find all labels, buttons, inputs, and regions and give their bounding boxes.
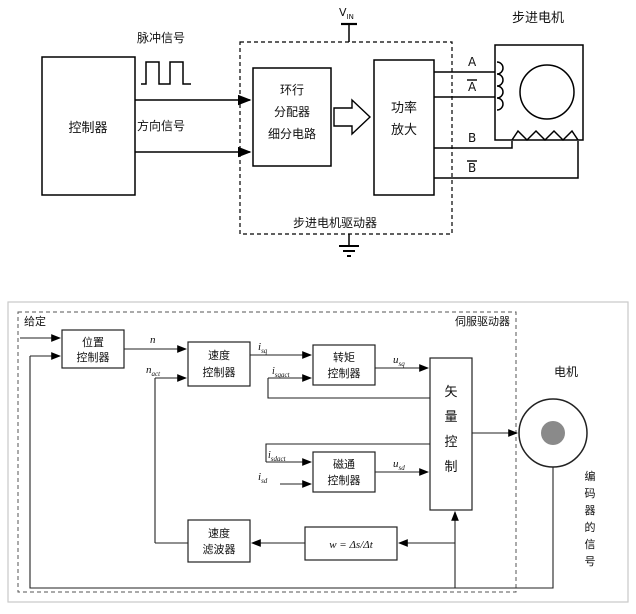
setpoint-label: 给定 <box>24 314 46 328</box>
speed-controller-box <box>187 341 251 387</box>
phase-a-label: A <box>468 55 477 69</box>
flux-box-line1: 磁通 <box>333 458 355 471</box>
signal-n-label: n <box>150 334 156 346</box>
servo-driver-diagram: 伺服驱动器 给定 位置 控制器 n 速度 控制器 nact isq 转矩 控制器… <box>7 301 629 603</box>
encoder-label-char3: 器 <box>585 504 596 517</box>
encoder-label-char2: 码 <box>585 487 596 500</box>
direction-signal-label: 方向信号 <box>137 118 185 133</box>
encoder-label-char5: 信 <box>585 538 596 551</box>
speed-filter-box <box>187 519 251 563</box>
power-box-line1: 功率 <box>391 100 417 116</box>
winding-coil-icon <box>496 61 504 111</box>
vector-box-char1: 矢 <box>444 385 457 400</box>
speed-box-line1: 速度 <box>208 348 230 362</box>
winding-zigzag-icon <box>511 129 579 142</box>
flux-box-line2: 控制器 <box>328 473 361 487</box>
position-controller-box <box>61 329 125 369</box>
phase-b-bar-wire <box>434 141 579 179</box>
isqact-feedback-wire <box>267 378 430 399</box>
servo-dashed-box <box>17 311 517 593</box>
phase-b-wire <box>434 141 513 149</box>
servo-driver-label: 伺服驱动器 <box>455 315 510 328</box>
pulse-signal-label: 脉冲信号 <box>137 30 185 45</box>
vector-control-box <box>429 357 473 511</box>
ring-box-line3: 细分电路 <box>268 126 316 141</box>
pulse-waveform-icon <box>141 61 191 85</box>
speed-box-line2: 控制器 <box>203 365 236 379</box>
vin-label: VIN <box>339 6 354 21</box>
rotor-circle <box>519 64 575 120</box>
driver-dashed-box <box>239 41 453 235</box>
phase-a-bar-label: A <box>468 80 477 94</box>
signal-isq-label: isq <box>258 341 268 355</box>
torque-box-line1: 转矩 <box>333 350 355 364</box>
signal-nact-label: nact <box>146 364 161 378</box>
vector-box-char4: 制 <box>444 460 457 475</box>
power-box-line2: 放大 <box>391 123 417 138</box>
isdact-feedback-wire <box>265 443 430 462</box>
stepper-motor-label: 步进电机 <box>512 11 564 26</box>
signal-isdact-label: isdact <box>268 450 287 463</box>
controller-box <box>41 56 136 196</box>
speed-calc-box <box>304 526 398 561</box>
stepper-motor-box <box>494 44 584 141</box>
stepper-driver-diagram: 控制器 脉冲信号 方向信号 步进电机驱动器 环行 分配器 细分电路 功率 放大 … <box>41 6 584 257</box>
signal-isd-label: isd <box>258 471 268 485</box>
filter-box-line1: 速度 <box>208 526 230 540</box>
hollow-arrow-icon <box>333 98 372 136</box>
signal-usd-label: usd <box>393 458 405 472</box>
signal-usq-label: usq <box>393 354 405 368</box>
vector-box-char3: 控 <box>444 435 457 450</box>
encoder-label-char6: 号 <box>585 555 596 568</box>
encoder-feedback-wire <box>29 356 554 589</box>
controller-label: 控制器 <box>68 121 107 136</box>
ring-box-line1: 环行 <box>280 83 304 97</box>
torque-controller-box <box>312 344 376 386</box>
vector-box-char2: 量 <box>444 410 457 425</box>
power-amp-box <box>373 59 435 196</box>
filter-box-line2: 滤波器 <box>203 543 236 556</box>
ring-box-line2: 分配器 <box>274 105 310 119</box>
encoder-label-char4: 的 <box>585 520 596 534</box>
formula-label: w = Δs/Δt <box>329 539 374 551</box>
ring-distributor-box <box>252 67 332 167</box>
phase-b-label: B <box>468 131 476 145</box>
motor-shaft-dot <box>541 421 565 445</box>
motor-label: 电机 <box>554 365 578 379</box>
encoder-label-char1: 编 <box>585 469 596 483</box>
driver-box-label: 步进电机驱动器 <box>293 216 377 230</box>
signal-isqact-label: isqact <box>272 366 291 379</box>
position-box-line2: 控制器 <box>77 350 110 364</box>
phase-b-bar-label: B <box>468 161 476 175</box>
torque-box-line2: 控制器 <box>328 366 361 380</box>
flux-controller-box <box>312 451 376 493</box>
position-box-line1: 位置 <box>82 335 104 349</box>
